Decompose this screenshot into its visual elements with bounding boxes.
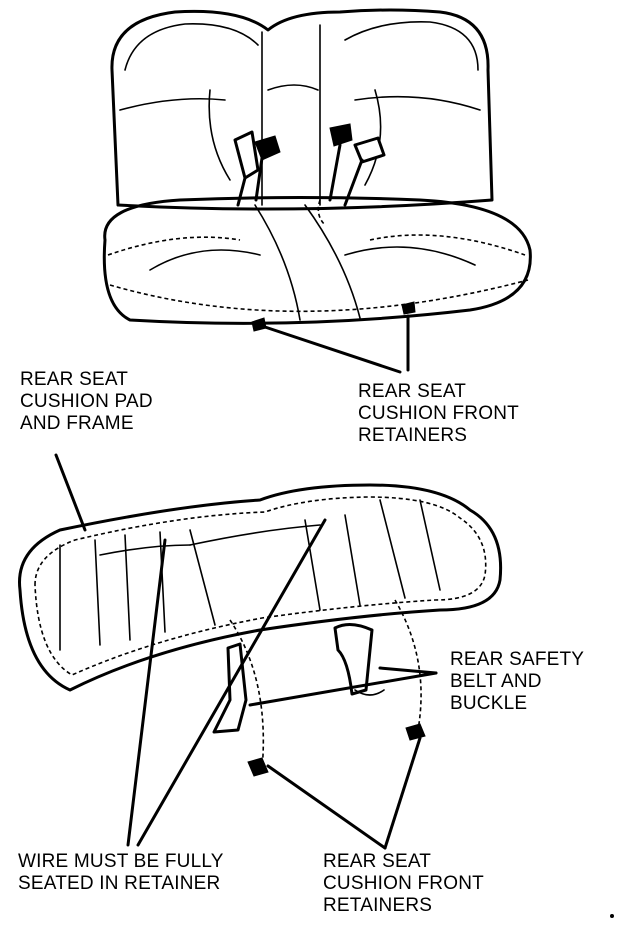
label-line: RETAINERS [323,895,433,916]
label-line: CUSHION FRONT [323,873,484,894]
label-safety-belt: REAR SAFETY BELT AND BUCKLE [450,649,584,715]
label-line: REAR SAFETY [450,649,585,670]
label-line: BUCKLE [450,693,528,714]
label-line: REAR SEAT [323,851,432,872]
label-pad-frame: REAR SEAT CUSHION PAD AND FRAME [20,369,153,435]
label-line: BELT AND [450,671,542,692]
label-line: REAR SEAT [20,369,129,390]
label-line: WIRE MUST BE FULLY [18,851,224,872]
label-line: AND FRAME [20,413,134,434]
label-top-retainers: REAR SEAT CUSHION FRONT RETAINERS [358,381,519,447]
label-line: REAR SEAT [358,381,467,402]
label-line: CUSHION PAD [20,391,153,412]
rear-seat-assembly-illustration [102,8,532,374]
label-wire: WIRE MUST BE FULLY SEATED IN RETAINER [18,851,224,895]
label-line: RETAINERS [358,425,468,446]
label-line: SEATED IN RETAINER [18,873,221,894]
label-bottom-retainers: REAR SEAT CUSHION FRONT RETAINERS [323,851,484,917]
cushion-pad-frame-illustration [18,453,614,918]
label-line: CUSHION FRONT [358,403,519,424]
